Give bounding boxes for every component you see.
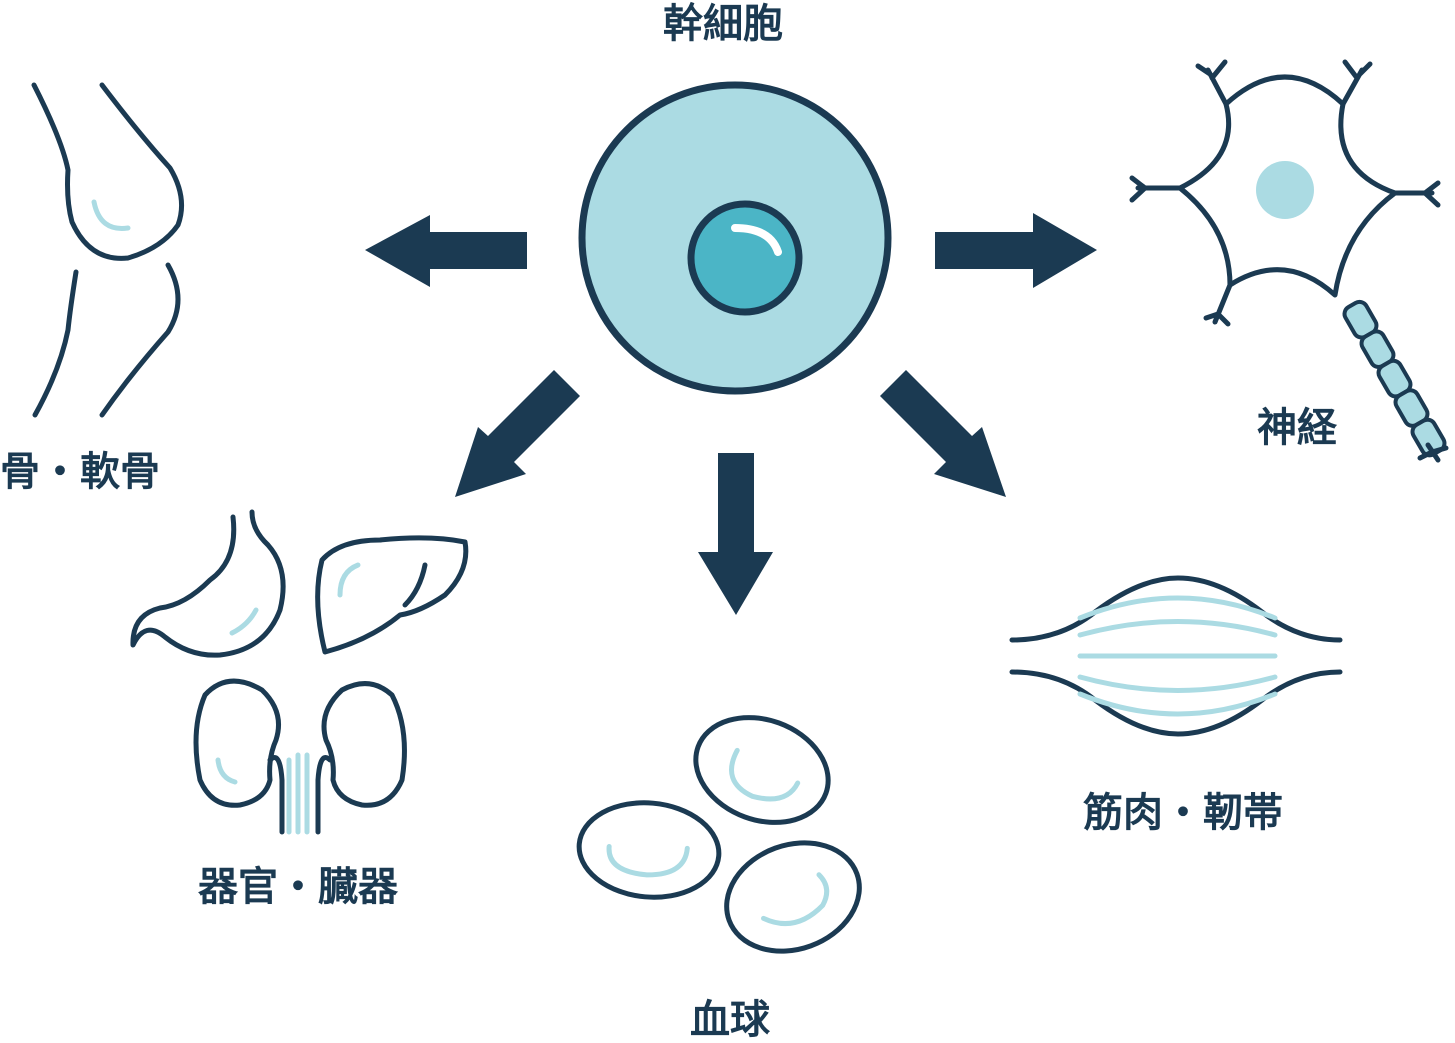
muscle-ligament-icon <box>1009 575 1343 737</box>
label-nerve: 神経 <box>1257 405 1337 451</box>
arrow-down-right <box>880 370 1006 497</box>
kidneys-icon <box>193 678 407 835</box>
arrow-down <box>698 453 773 615</box>
blood-cells-icon <box>576 715 862 954</box>
label-blood: 血球 <box>690 997 770 1043</box>
stomach-icon <box>130 509 286 658</box>
label-stem-cell: 幹細胞 <box>663 1 783 47</box>
stem-cell-icon <box>578 81 892 395</box>
label-muscle-ligament: 筋肉・靭帯 <box>1083 790 1283 836</box>
liver-icon <box>315 535 469 655</box>
arrow-right <box>935 213 1097 288</box>
arrow-left <box>365 215 527 287</box>
bone-cartilage-icon <box>31 82 185 418</box>
arrows <box>365 213 1097 615</box>
label-bone-cartilage: 骨・軟骨 <box>0 449 160 495</box>
nerve-cell-icon <box>1129 59 1449 463</box>
label-organ: 器官・臓器 <box>198 864 398 910</box>
arrow-down-left <box>455 370 580 497</box>
